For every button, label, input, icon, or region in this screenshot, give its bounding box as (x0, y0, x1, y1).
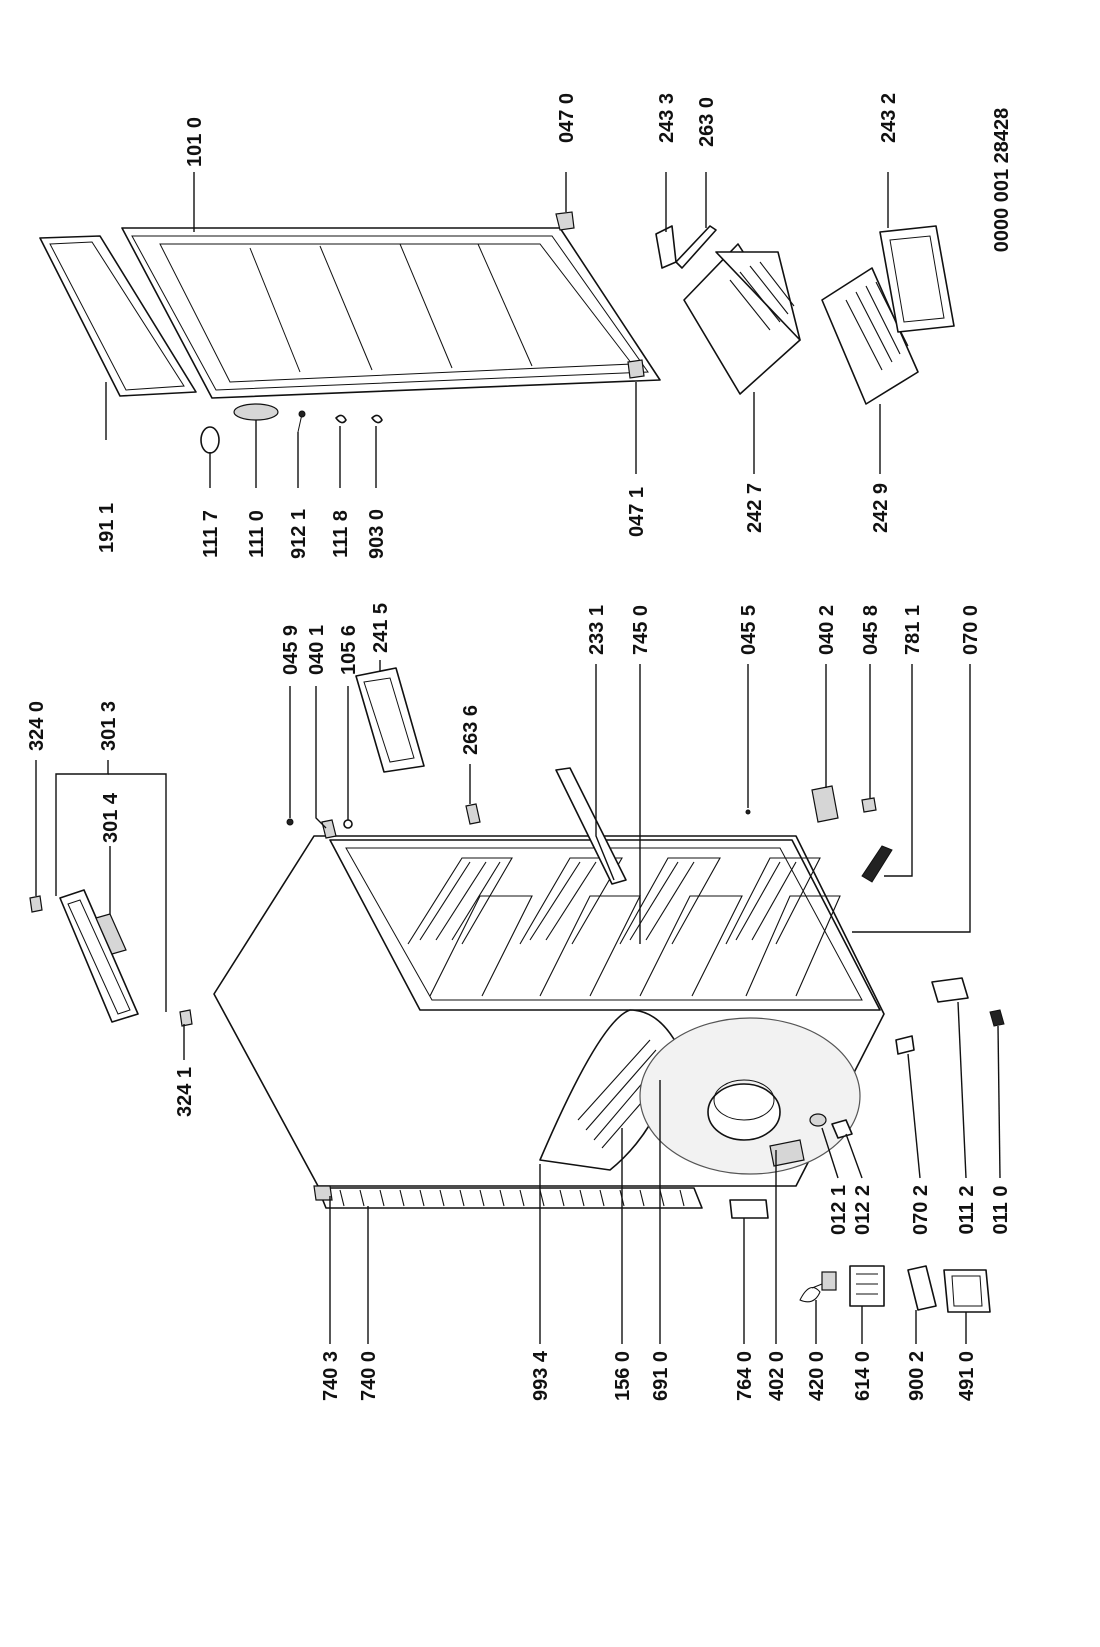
label-105-6: 105 6 (338, 625, 360, 675)
label-111-8: 111 8 (330, 510, 352, 558)
door-assembly (39, 211, 661, 454)
label-012-1: 012 1 (828, 1185, 850, 1235)
label-241-5: 241 5 (370, 603, 392, 653)
label-324-1: 324 1 (174, 1067, 196, 1117)
label-781-1: 781 1 (902, 605, 924, 655)
label-012-2: 012 2 (852, 1185, 874, 1235)
top-cover-parts (29, 889, 193, 1027)
label-111-0: 111 0 (246, 510, 268, 558)
leader-lines (35, 172, 1001, 1344)
label-243-3: 243 3 (656, 93, 678, 143)
label-764-0: 764 0 (734, 1351, 756, 1401)
label-242-9: 242 9 (870, 483, 892, 533)
label-191-1: 191 1 (96, 503, 118, 553)
label-111-7: 111 7 (200, 510, 222, 558)
label-070-0: 070 0 (960, 605, 982, 655)
label-491-0: 491 0 (956, 1351, 978, 1401)
label-045-9: 045 9 (280, 625, 302, 675)
label-263-0: 263 0 (696, 97, 718, 147)
label-614-0: 614 0 (852, 1351, 874, 1401)
label-402-0: 402 0 (766, 1351, 788, 1401)
label-301-4: 301 4 (100, 792, 122, 843)
label-156-0: 156 0 (612, 1351, 634, 1401)
document-code: 0000 001 28428 (991, 108, 1013, 253)
label-047-0: 047 0 (556, 93, 578, 143)
label-242-7: 242 7 (744, 483, 766, 533)
label-420-0: 420 0 (806, 1351, 828, 1401)
label-912-1: 912 1 (288, 509, 310, 559)
wire-shelves (407, 857, 841, 997)
label-233-1: 233 1 (586, 605, 608, 655)
part-labels: 101 0 047 0 243 3 263 0 243 2 0000 001 2… (26, 93, 1013, 1401)
label-903-0: 903 0 (366, 509, 388, 559)
label-740-0: 740 0 (358, 1351, 380, 1401)
label-040-1: 040 1 (306, 625, 328, 675)
label-740-3: 740 3 (320, 1351, 342, 1401)
label-243-2: 243 2 (878, 93, 900, 143)
controls-and-condenser (313, 977, 1005, 1313)
label-040-2: 040 2 (816, 605, 838, 655)
label-011-0: 011 0 (990, 1186, 1012, 1235)
door-bins (655, 225, 955, 405)
label-045-8: 045 8 (860, 605, 882, 655)
label-745-0: 745 0 (630, 605, 652, 655)
label-047-1: 047 1 (626, 487, 648, 537)
label-900-2: 900 2 (906, 1351, 928, 1401)
label-045-5: 045 5 (738, 605, 760, 655)
label-691-0: 691 0 (650, 1351, 672, 1401)
label-301-3: 301 3 (98, 701, 120, 751)
label-070-2: 070 2 (910, 1185, 932, 1235)
label-101-0: 101 0 (184, 117, 206, 167)
label-324-0: 324 0 (26, 701, 48, 751)
label-993-4: 993 4 (530, 1350, 552, 1401)
label-263-6: 263 6 (460, 705, 482, 755)
label-011-2: 011 2 (956, 1186, 978, 1235)
